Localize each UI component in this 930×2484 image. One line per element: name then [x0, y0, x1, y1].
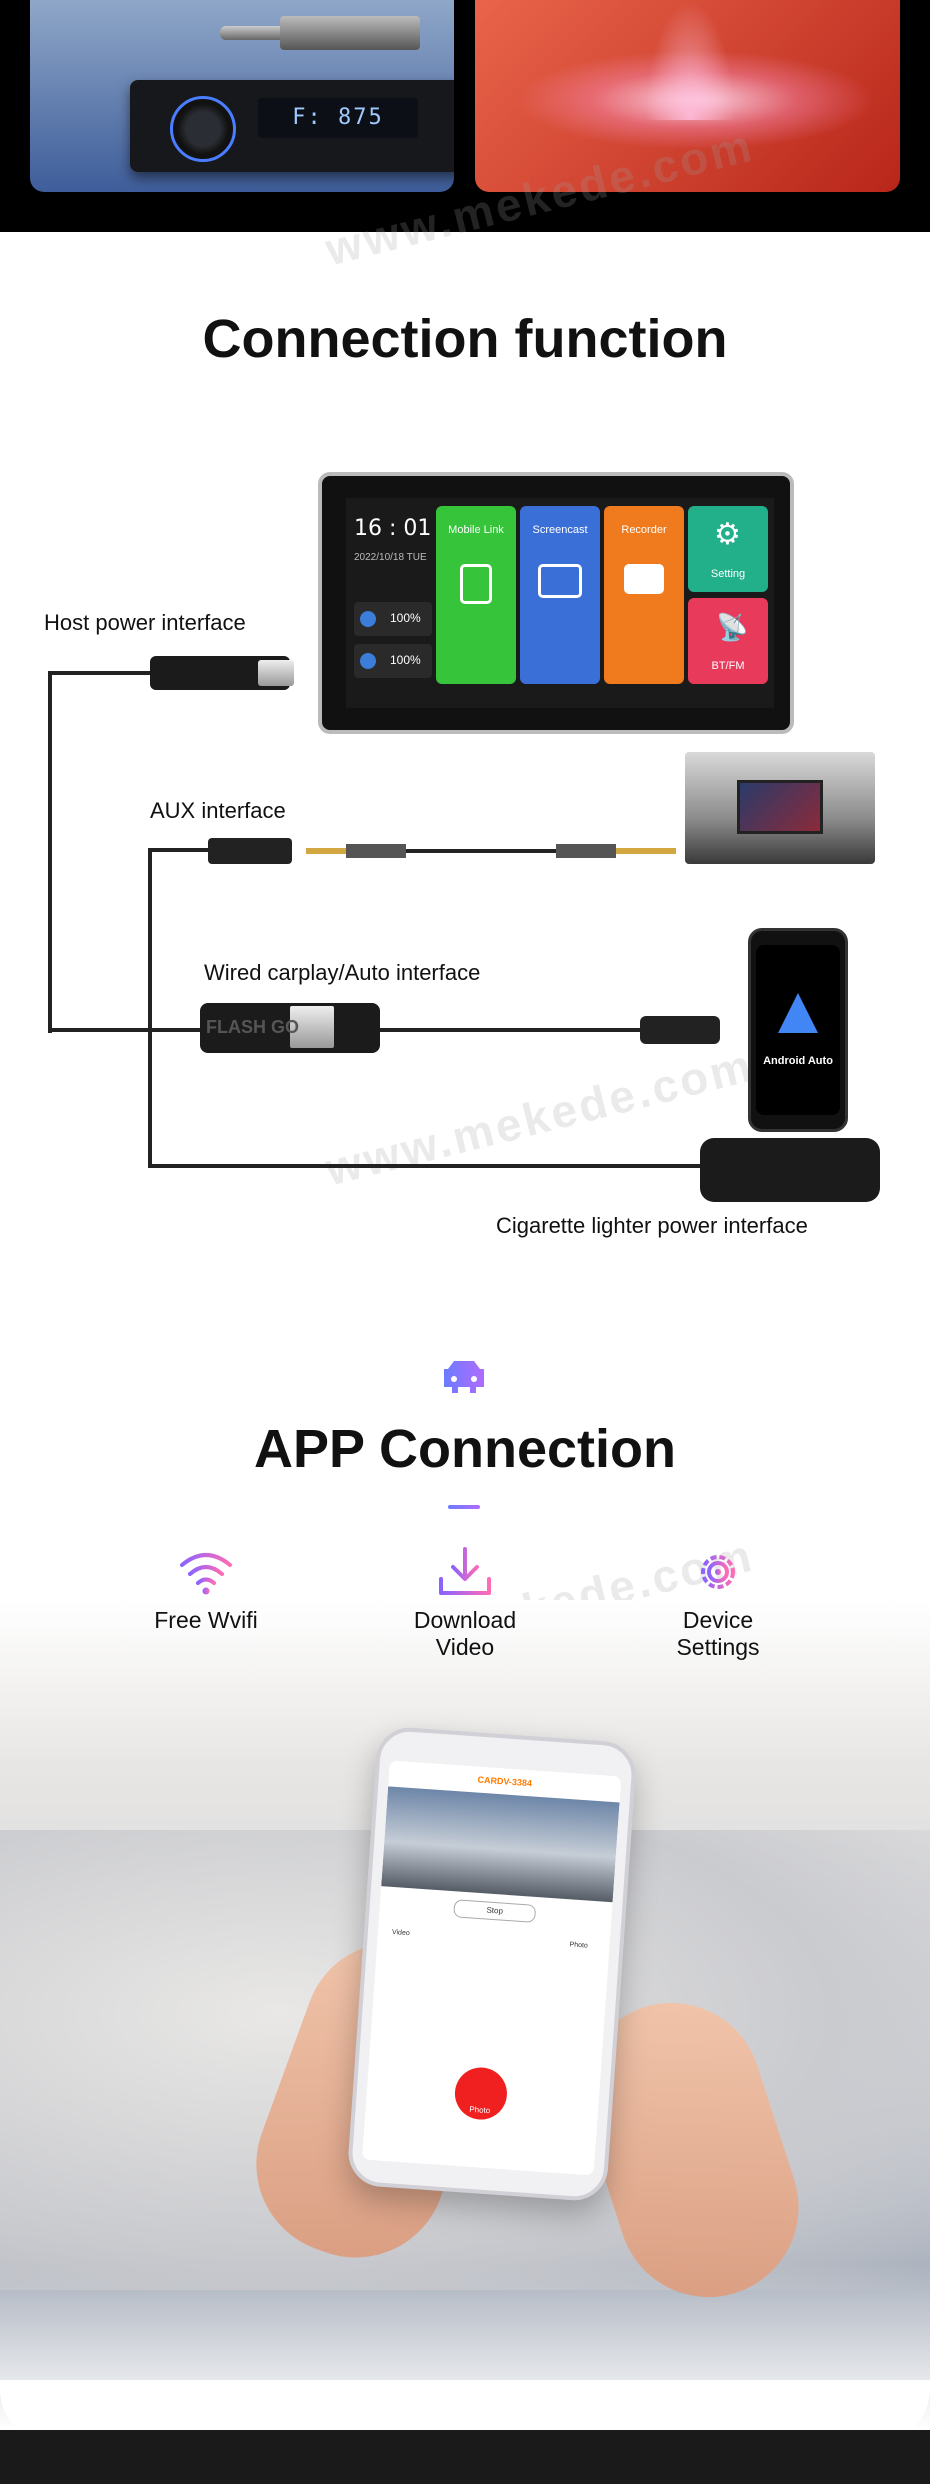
car-dashboard-photo [685, 752, 875, 864]
volume-widget: 100% [354, 644, 432, 678]
lighter-label: Cigarette lighter power interface [496, 1213, 808, 1238]
antenna-icon: 📡 [716, 612, 749, 642]
sound-wave-peak [645, 0, 735, 120]
gear-icon [701, 1555, 735, 1589]
phone-icon [460, 564, 492, 604]
radio-knob [170, 96, 236, 162]
tile-setting: ⚙ Setting [688, 506, 768, 592]
car-screen [737, 780, 823, 834]
host-cable [48, 671, 52, 1033]
android-auto-phone: Android Auto [748, 928, 848, 1132]
aux-cable-line [148, 848, 210, 852]
android-auto-label: Android Auto [763, 1055, 833, 1067]
wifi-icon [180, 1553, 232, 1595]
screencast-icon [538, 564, 582, 598]
cigarette-lighter-plug [700, 1138, 880, 1202]
app-phone: CARDV-3384 Stop Video Photo Photo [346, 1725, 638, 2203]
device-screen: 16 : 01 2022/10/18 TUE 100% 100% Mobile … [346, 498, 774, 708]
connection-title: Connection function [202, 309, 728, 369]
app-connection-title: APP Connection [253, 1419, 677, 1479]
volume-widget: 100% [354, 602, 432, 636]
phone-screen: Android Auto [756, 945, 840, 1115]
host-cable [48, 1028, 200, 1032]
bluetooth-icon [360, 611, 376, 627]
usb-a-tip [290, 1006, 334, 1048]
lighter-cable [148, 1164, 704, 1168]
usb-label: FLASH GO [206, 1017, 299, 1037]
bottom-bar [0, 2430, 930, 2484]
feature-download-video: Download Video [365, 1545, 565, 1661]
gear-icon: ⚙ [714, 518, 741, 551]
camera-icon [624, 564, 664, 594]
tile-mobile-link: Mobile Link [436, 506, 516, 684]
feature-free-wifi: Free Wvifi [106, 1545, 306, 1634]
title-divider [448, 1505, 480, 1509]
speaker-icon [360, 653, 376, 669]
stop-button[interactable]: Stop [453, 1899, 537, 1923]
sound-wave-panel [475, 0, 900, 192]
aux-radio-panel: F: 875 [30, 0, 454, 192]
lighter-cable [148, 848, 152, 1168]
watermark: www.mekede.com [320, 1038, 759, 1196]
video-button[interactable]: Video [391, 1928, 410, 1938]
volume-value: 100% [390, 611, 421, 625]
feature-device-settings: Device Settings [618, 1545, 818, 1661]
volume-value: 100% [390, 653, 421, 667]
radio-display: F: 875 [258, 98, 418, 138]
device-clock: 16 : 01 [354, 516, 432, 541]
aux-plug [280, 16, 420, 50]
host-cable [48, 671, 152, 675]
usb-c-tip [258, 660, 294, 686]
download-icon [439, 1547, 491, 1595]
android-auto-icon [778, 993, 818, 1033]
app-screen: CARDV-3384 Stop Video Photo Photo [362, 1760, 622, 2176]
top-banner: F: 875 [0, 0, 930, 232]
aux-female-jack [208, 838, 292, 864]
car-icon [444, 1361, 484, 1393]
wired-label: Wired carplay/Auto interface [204, 960, 481, 985]
dashcam-video-preview [381, 1786, 620, 1903]
tile-screencast: Screencast [520, 506, 600, 684]
photo-link[interactable]: Photo [569, 1941, 589, 1950]
carplay-device: 16 : 01 2022/10/18 TUE 100% 100% Mobile … [318, 472, 794, 734]
car-radio: F: 875 [130, 80, 454, 172]
aux-label: AUX interface [150, 798, 286, 823]
aux-male-cable [306, 844, 676, 858]
device-date: 2022/10/18 TUE [354, 552, 427, 563]
wired-cable [380, 1028, 640, 1032]
tile-bt-fm: 📡 BT/FM [688, 598, 768, 684]
photo-capture-button[interactable]: Photo [453, 2065, 509, 2122]
host-power-label: Host power interface [44, 610, 246, 635]
tile-recorder: Recorder [604, 506, 684, 684]
micro-usb-plug [640, 1016, 720, 1044]
